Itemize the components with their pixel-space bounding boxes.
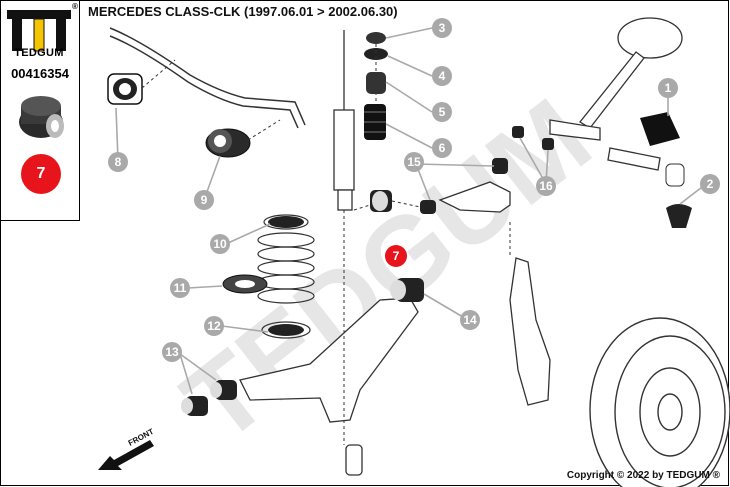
callout-16[interactable]: 16 — [536, 176, 556, 196]
bushing-part-14 — [390, 278, 424, 302]
bushing-part-8 — [107, 73, 143, 105]
bushing-part-15b — [492, 158, 508, 174]
spring-seat-part-12 — [268, 324, 304, 336]
upper-control-arm — [438, 181, 511, 213]
part-callout-badge[interactable]: 7 — [21, 154, 61, 194]
logo-text: TEDGUM — [14, 47, 64, 59]
callout-11[interactable]: 11 — [170, 278, 190, 298]
callout-number: 4 — [439, 69, 446, 83]
callout-8[interactable]: 8 — [108, 152, 128, 172]
callout-5[interactable]: 5 — [432, 102, 452, 122]
callout-number: 12 — [207, 319, 221, 333]
callout-number: 3 — [439, 21, 446, 35]
sidebar-panel: ® TEDGUM 00416354 7 — [0, 0, 80, 221]
callout-10[interactable]: 10 — [210, 234, 230, 254]
callout-number: 2 — [707, 177, 714, 191]
steering-knuckle — [509, 257, 551, 406]
bushing-part-15a — [420, 200, 436, 214]
bushing-part-9 — [205, 128, 251, 158]
wheel-tire — [589, 317, 730, 487]
lower-ball-joint — [345, 444, 363, 476]
callout-number: 5 — [439, 105, 446, 119]
bushing-pair-16 — [512, 126, 554, 150]
lower-control-arm — [239, 297, 419, 423]
callout-number: 10 — [213, 237, 227, 251]
callout-number: 14 — [463, 313, 477, 327]
front-arrow: FRONT — [98, 427, 155, 470]
callout-number: 11 — [174, 281, 187, 295]
steering-boot-part-1 — [640, 112, 680, 146]
callout-9[interactable]: 9 — [194, 190, 214, 210]
callout-number: 6 — [439, 141, 446, 155]
callout-13[interactable]: 13 — [162, 342, 182, 362]
diagram-title: MERCEDES CLASS-CLK (1997.06.01 > 2002.06… — [88, 4, 398, 19]
tie-rod-end-part-2 — [665, 163, 692, 228]
callout-number: 15 — [407, 155, 421, 169]
spring-pad-part-10 — [268, 216, 304, 228]
part-thumbnail — [19, 96, 64, 138]
callout-12[interactable]: 12 — [204, 316, 224, 336]
callout-7-marker[interactable]: 7 — [385, 245, 407, 267]
callout-number: 1 — [665, 81, 672, 95]
callout-6[interactable]: 6 — [432, 138, 452, 158]
bushing-pair-13 — [181, 380, 237, 416]
steering-column — [549, 17, 683, 171]
exploded-diagram: TEDGUM — [98, 17, 730, 487]
callout-4[interactable]: 4 — [432, 66, 452, 86]
registered-mark: ® — [72, 2, 78, 11]
copyright-text: Copyright © 2022 by TEDGUM ® — [566, 470, 720, 481]
callout-3[interactable]: 3 — [432, 18, 452, 38]
callout-number: 13 — [165, 345, 179, 359]
callout-number: 9 — [201, 193, 208, 207]
bushing-part-7[interactable] — [370, 190, 392, 212]
callout-number: 8 — [115, 155, 122, 169]
callout-14[interactable]: 14 — [460, 310, 480, 330]
part-number: 00416354 — [11, 66, 69, 81]
callout-number: 16 — [539, 179, 553, 193]
bearing-part-11 — [222, 274, 268, 294]
svg-text:7: 7 — [393, 249, 400, 263]
callout-15[interactable]: 15 — [404, 152, 424, 172]
reference-lines — [141, 44, 511, 445]
stabilizer-bar — [109, 27, 306, 129]
strut-assembly — [333, 30, 355, 211]
callout-2[interactable]: 2 — [700, 174, 720, 194]
tedgum-logo — [7, 10, 71, 52]
callout-1[interactable]: 1 — [658, 78, 678, 98]
